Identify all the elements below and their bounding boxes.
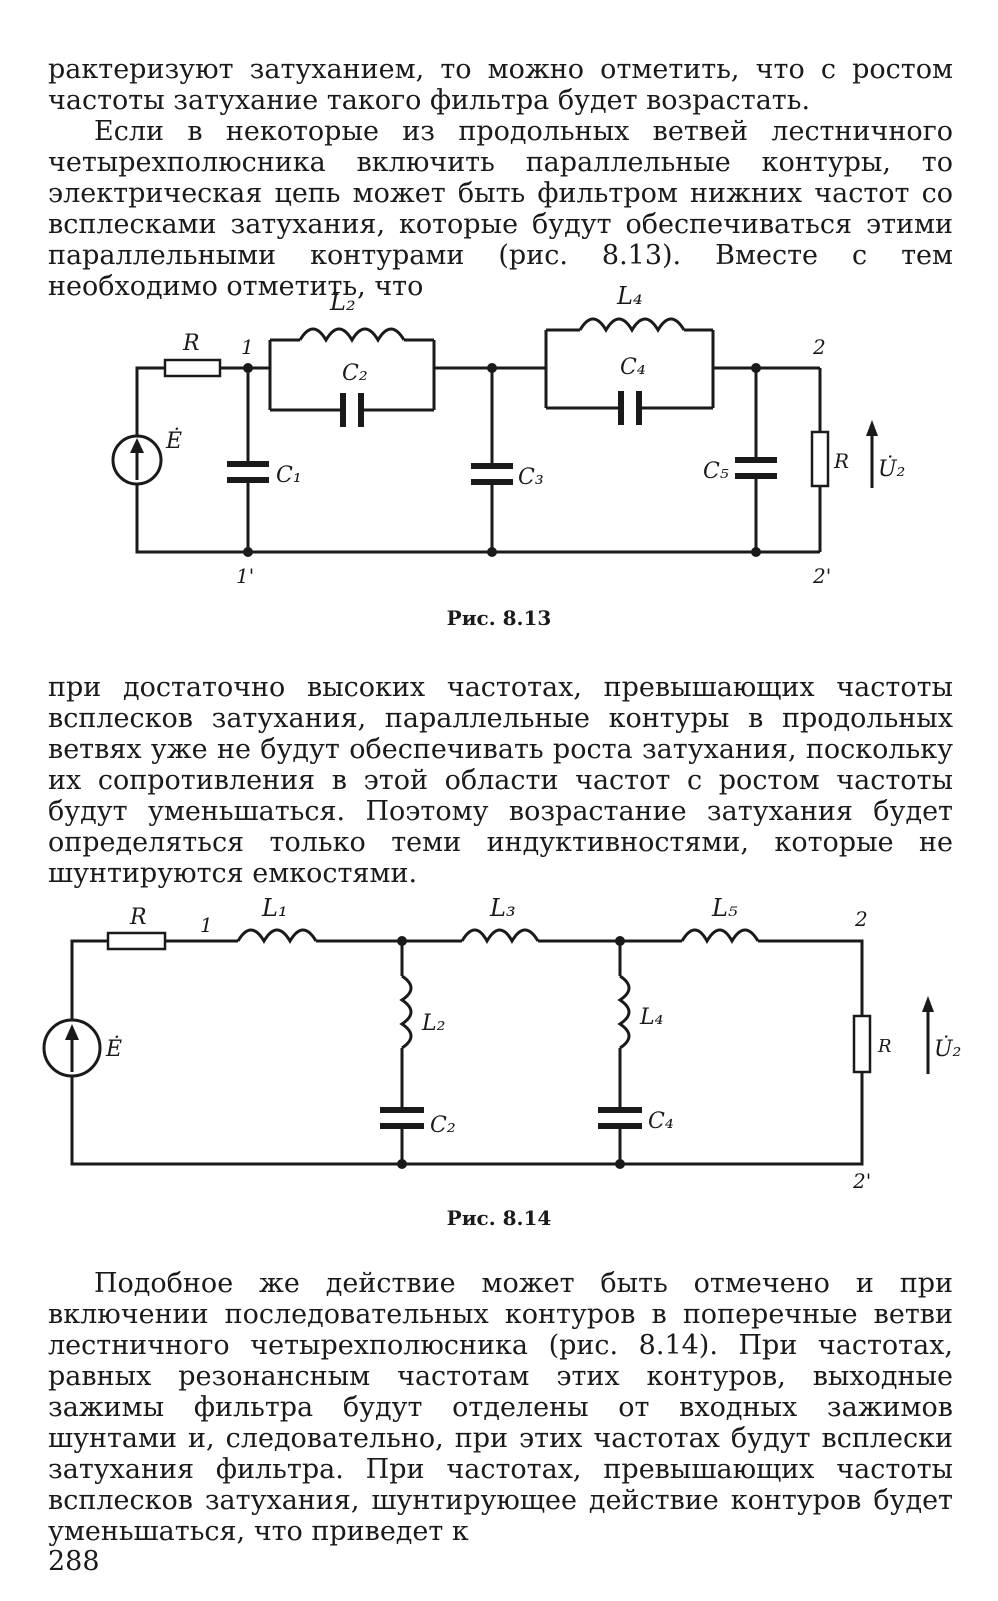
label-node-2: 2 [812,335,826,359]
page-number: 288 [48,1546,100,1577]
label-r-in: R [182,331,200,356]
resistor-r-in [106,931,167,951]
label-l4: L₄ [639,1005,663,1030]
label-source-e: Ė [105,1035,122,1062]
label-node-2: 2 [854,907,868,931]
label-c2: C₂ [430,1113,456,1138]
label-output-u2: U̇₂ [934,1036,961,1062]
label-node-1: 1 [200,913,213,937]
label-l4: L₄ [616,282,643,310]
paragraph-series-circuits: Подобное же действие может быть отмечено… [48,1268,953,1547]
resistor-r-in [163,358,222,378]
label-l3: L₃ [489,896,516,922]
label-l2: L₂ [421,1011,445,1036]
label-l2: L₂ [329,288,356,316]
voltage-source-icon [111,434,163,486]
label-c2: C₂ [342,361,368,386]
figure-8-13-circuit: R 1 1' 2 2' L₂ C₂ L₄ C₄ C₁ C₃ C₅ R Ė U̇₂ [111,282,905,588]
label-l1: L₁ [261,896,288,922]
resistor-load [852,1014,872,1074]
inductor-l1 [236,928,318,944]
inductor-l2 [298,327,406,343]
label-c4: C₄ [620,355,646,380]
paragraph-parallel-circuits: Если в некоторые из продольных ветвей ле… [48,116,953,302]
label-c5: C₅ [703,459,729,484]
label-output-u2: U̇₂ [878,456,905,482]
label-node-1: 1 [241,335,254,359]
figure-8-14-circuit: R 1 L₁ L₃ L₅ 2 2' L₂ L₄ C₂ C₄ R Ė U̇₂ [42,896,961,1193]
label-l5: L₅ [711,896,738,922]
voltage-source-icon [42,1018,102,1078]
inductor-l5 [680,928,760,945]
inductor-l4 [578,317,686,333]
label-r-in: R [129,905,147,930]
inductor-l2 [399,974,413,1050]
label-c1: C₁ [276,463,302,488]
label-node-2p: 2' [812,564,831,588]
resistor-load [810,430,830,488]
label-node-1p: 1' [236,564,254,588]
label-c4: C₄ [648,1109,674,1134]
label-r-load: R [833,449,849,473]
inductor-l3 [460,928,540,945]
figure-8-14-caption: Рис. 8.14 [446,1206,552,1230]
label-c3: C₃ [518,465,544,490]
figure-8-13-caption: Рис. 8.13 [446,606,552,630]
paragraph-continuation: рактеризуют затуханием, то можно отметит… [48,54,953,116]
paragraph-high-frequencies: при достаточно высоких частотах, превыша… [48,672,953,889]
label-source-e: Ė [165,427,182,454]
label-node-2p: 2' [852,1169,871,1193]
label-r-load: R [877,1036,892,1057]
inductor-l4 [617,974,631,1050]
